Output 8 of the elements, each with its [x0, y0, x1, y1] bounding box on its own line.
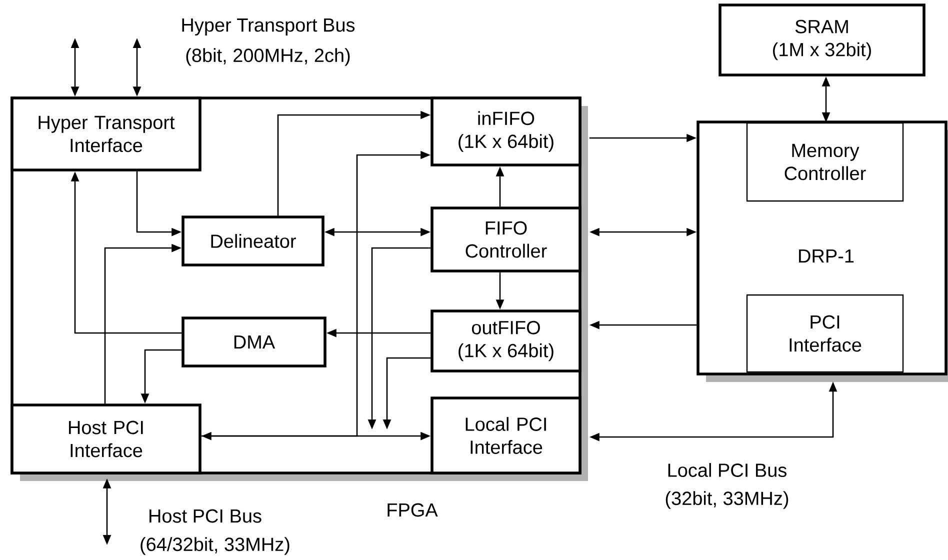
bus-label: Hyper Transport Bus	[182, 18, 355, 36]
bus-label: (8bit, 200MHz, 2ch)	[186, 48, 350, 66]
bus-label: (64/32bit, 33MHz)	[140, 537, 290, 555]
box-title: FPGA	[388, 503, 438, 517]
bus-label: Local PCI Bus	[668, 463, 786, 477]
memory-box: SRAM (1M x 32bit)	[718, 4, 926, 76]
bus-label: Host PCI Bus	[150, 509, 262, 523]
bus-label: (32bit, 33MHz)	[666, 491, 788, 509]
